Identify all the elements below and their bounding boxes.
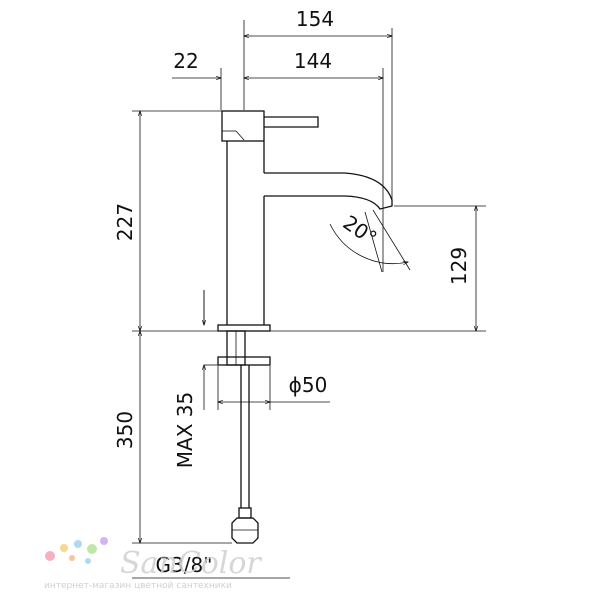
faucet-outline xyxy=(217,110,393,544)
handle-cap xyxy=(221,110,265,142)
dim-thread: G3/8" xyxy=(156,553,213,577)
dim-body-height: 227 xyxy=(113,203,137,241)
base-plate xyxy=(217,324,271,332)
lever-handle xyxy=(264,116,319,128)
fixing-plate xyxy=(217,356,271,366)
dim-hose-length: 350 xyxy=(113,411,137,449)
hose-nut xyxy=(238,507,252,519)
spout xyxy=(264,172,393,210)
dim-spout-height: 129 xyxy=(447,247,471,285)
dim-spout-reach: 144 xyxy=(294,49,332,73)
watermark-dots-icon xyxy=(45,537,108,564)
faucet-column xyxy=(226,141,265,325)
sancolor-watermark: SanColor интернет-магазин цветной сантех… xyxy=(44,537,262,591)
dim-overall-width: 154 xyxy=(296,7,334,31)
dim-max-deck: MAX 35 xyxy=(173,392,197,468)
dim-base-diameter: ϕ50 xyxy=(289,373,328,397)
watermark-tagline: интернет-магазин цветной сантехники xyxy=(44,581,232,591)
hose-connector xyxy=(231,517,259,544)
dimension-lines xyxy=(132,36,476,579)
watermark-brand: SanColor xyxy=(120,546,262,581)
dim-handle-offset: 22 xyxy=(173,49,198,73)
supply-hose xyxy=(240,365,250,508)
